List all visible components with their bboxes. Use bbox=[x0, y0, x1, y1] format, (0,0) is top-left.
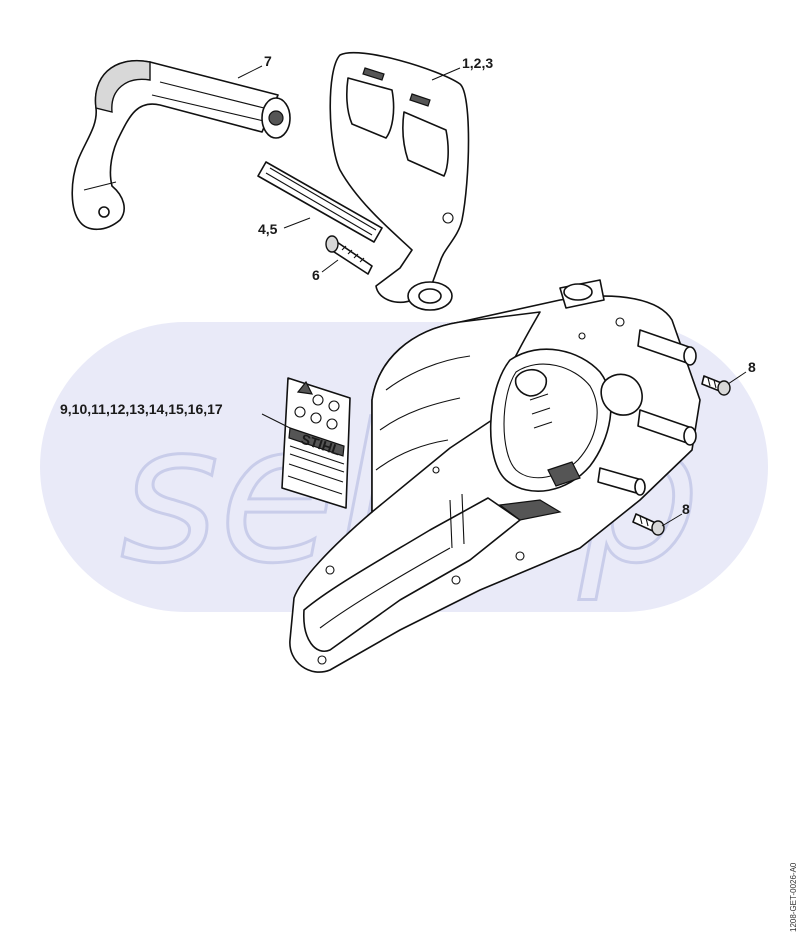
callout-8-lower: 8 bbox=[682, 501, 690, 517]
callout-7: 7 bbox=[264, 53, 272, 69]
leader-lines bbox=[237, 65, 747, 527]
warning-label-sheet-part: STIHL bbox=[281, 377, 351, 509]
housing-screw-upper-part bbox=[701, 375, 731, 396]
callout-4-5: 4,5 bbox=[258, 221, 278, 237]
document-code: 1208-GET-0026-A0 bbox=[789, 862, 798, 932]
hand-guard-part bbox=[329, 51, 470, 311]
callout-6: 6 bbox=[312, 267, 320, 283]
callout-9-to-17: 9,10,11,12,13,14,15,16,17 bbox=[60, 401, 223, 417]
callout-1-2-3: 1,2,3 bbox=[462, 55, 493, 71]
motor-housing-part bbox=[289, 279, 701, 673]
label-strip-part bbox=[257, 161, 383, 243]
housing-screw-lower-part bbox=[632, 513, 665, 536]
front-handle-part bbox=[71, 59, 291, 231]
handle-screw-part bbox=[325, 235, 373, 275]
callout-8-upper: 8 bbox=[748, 359, 756, 375]
